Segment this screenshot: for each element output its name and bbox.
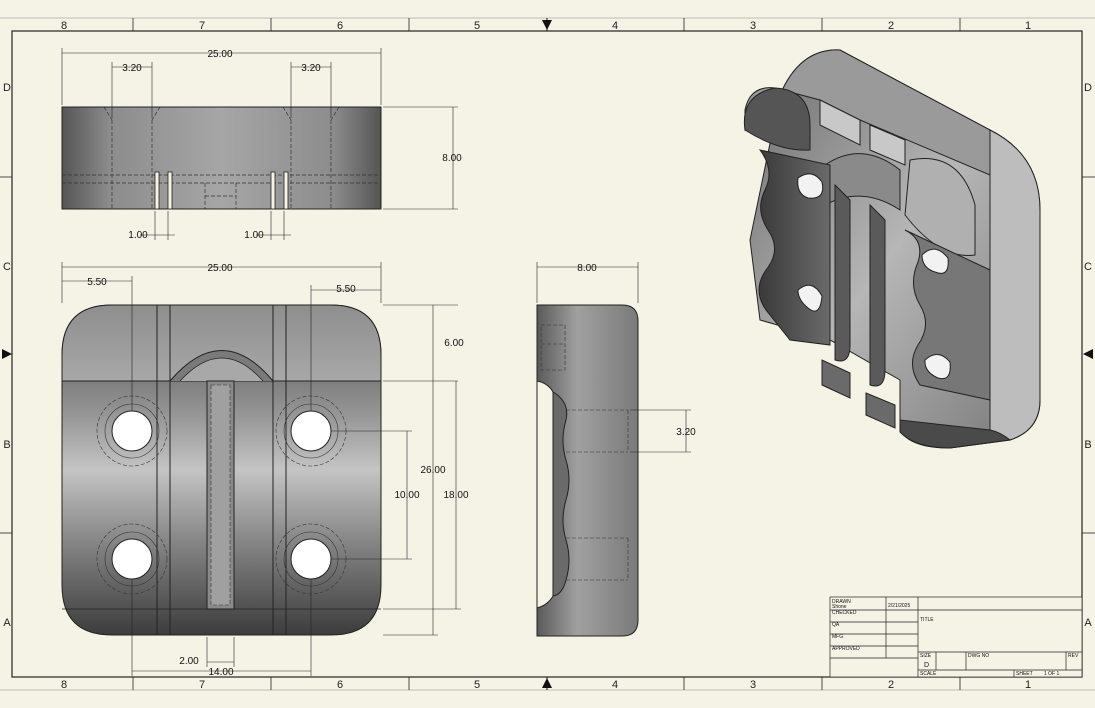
zone-label-top: 3: [750, 20, 756, 32]
top-view: [61, 304, 382, 636]
dim-front-hole-left: 3.20: [122, 63, 142, 74]
zone-label-bottom: 8: [61, 679, 67, 691]
side-view-dimensions: [536, 262, 691, 453]
zone-label-left: D: [3, 82, 11, 94]
side-view: [536, 304, 639, 637]
center-marks: [2, 18, 1093, 690]
dim-top-offset-right: 5.50: [336, 284, 356, 295]
tb-qa-label: QA: [832, 622, 840, 628]
isometric-view: [743, 49, 1041, 449]
zone-label-top: 7: [199, 20, 205, 32]
tb-sheet-label: SHEET: [1016, 671, 1033, 677]
zone-label-right: D: [1084, 82, 1092, 94]
zone-label-bottom: 4: [612, 679, 618, 691]
tb-drawn-label: DRAWN: [832, 599, 851, 605]
zone-label-bottom: 7: [199, 679, 205, 691]
tb-scale-label: SCALE: [920, 671, 937, 677]
zone-label-top: 4: [612, 20, 618, 32]
tb-rev-label: REV: [1068, 653, 1079, 659]
zone-label-top: 8: [61, 20, 67, 32]
tb-dwg-label: DWG NO: [968, 653, 989, 659]
dim-top-lower-height: 18.00: [443, 490, 468, 501]
dim-side-thickness: 8.00: [577, 263, 597, 274]
tb-mfg-label: MFG: [832, 634, 843, 640]
zone-label-right: B: [1084, 439, 1091, 451]
front-view: [61, 106, 382, 210]
tb-drawn-name: Shone: [832, 604, 847, 610]
zone-label-top: 5: [474, 20, 480, 32]
dim-side-groove: 3.20: [676, 427, 696, 438]
zone-label-bottom: 3: [750, 679, 756, 691]
zone-ticks: [0, 18, 1095, 690]
dim-front-hole-right: 3.20: [301, 63, 321, 74]
dim-front-slot-left: 1.00: [128, 230, 148, 241]
zone-label-right: C: [1084, 261, 1092, 273]
dim-top-width: 25.00: [207, 263, 232, 274]
tb-approved-label: APPROVED: [832, 646, 860, 652]
zone-label-bottom: 5: [474, 679, 480, 691]
zone-label-top: 1: [1025, 20, 1031, 32]
dim-top-hole-pitch: 10.00: [394, 490, 419, 501]
dim-top-offset-left: 5.50: [87, 277, 107, 288]
dim-top-height: 26.00: [420, 465, 445, 476]
tb-title-label: TITLE: [920, 617, 934, 623]
dim-front-height: 8.00: [442, 153, 462, 164]
dim-top-band: 6.00: [444, 338, 464, 349]
tb-size-value: D: [924, 662, 929, 669]
dim-front-slot-right: 1.00: [244, 230, 264, 241]
top-view-dimensions: [61, 262, 461, 676]
zone-labels: 8 7 6 5 4 3 2 1 8 7 6 5 4 3 2 1 D C B A …: [3, 20, 1092, 691]
zone-label-bottom: 6: [337, 679, 343, 691]
tb-size-label: SIZE: [920, 653, 932, 659]
zone-label-top: 6: [337, 20, 343, 32]
zone-label-right: A: [1084, 617, 1092, 629]
dim-top-slot-width: 2.00: [179, 656, 199, 667]
front-view-dimensions: [61, 48, 458, 240]
zone-label-left: C: [3, 261, 11, 273]
dim-top-hole-spacing: 14.00: [208, 667, 233, 678]
tb-sheet-value: 1 OF 1: [1044, 671, 1060, 677]
tb-checked-label: CHECKED: [832, 610, 857, 616]
zone-label-left: B: [3, 439, 10, 451]
dim-front-width: 25.00: [207, 49, 232, 60]
zone-label-bottom: 2: [888, 679, 894, 691]
zone-label-top: 2: [888, 20, 894, 32]
title-block: [829, 596, 1083, 678]
zone-label-left: A: [3, 617, 11, 629]
zone-label-bottom: 1: [1025, 679, 1031, 691]
mount-holes: [96, 395, 347, 595]
tb-drawn-date: 2/21/2025: [888, 603, 910, 609]
